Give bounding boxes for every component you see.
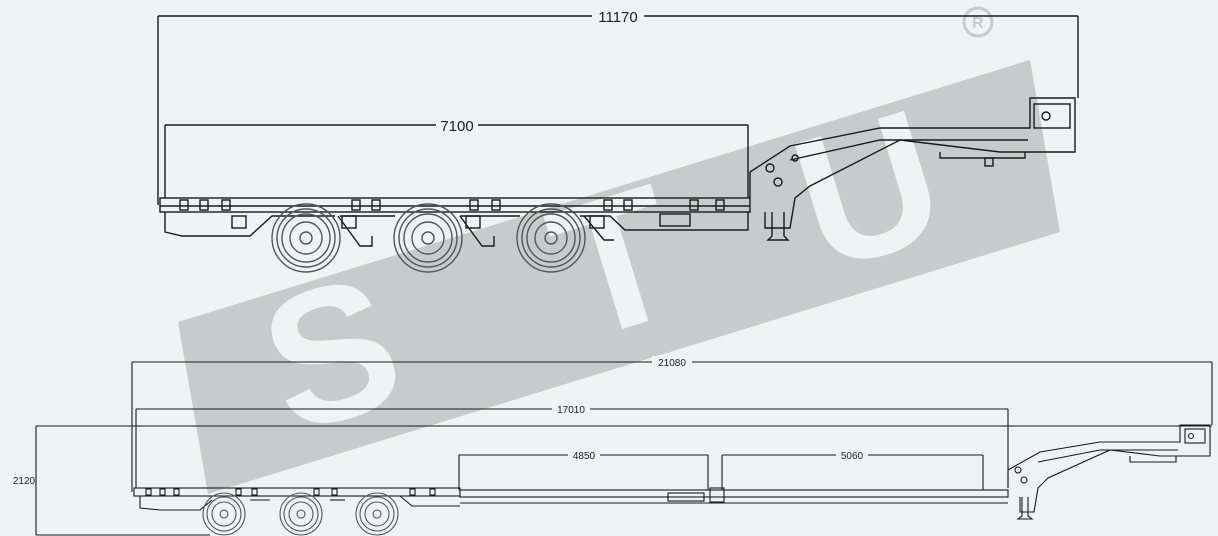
dim-label-overall-bottom: 21080 [658, 358, 686, 369]
dim-label-overall-top: 11170 [598, 9, 638, 26]
gooseneck-bottom [1007, 424, 1211, 513]
gooseneck-top [749, 97, 1076, 229]
wheel-bottom-2 [279, 492, 323, 536]
wheel-bottom-3 [355, 492, 399, 536]
watermark-band [178, 60, 1060, 494]
wheel-top-3 [516, 203, 586, 273]
bottom-trailer-view: 21080 17010 2120 4850 5060 [13, 356, 1213, 536]
watermark: S T U R [178, 6, 1060, 494]
dim-label-extended-deck: 17010 [557, 405, 585, 416]
wheel-top-1 [271, 203, 341, 273]
dim-label-height: 2120 [13, 476, 36, 487]
deck-top [159, 197, 751, 213]
wheel-bottom-1 [202, 492, 246, 536]
registered-mark-icon [962, 6, 994, 38]
dim-label-extension-1: 4850 [573, 451, 596, 462]
dim-label-deck-top: 7100 [440, 118, 473, 135]
registered-mark-letter: R [972, 15, 984, 32]
dim-label-extension-2: 5060 [841, 451, 864, 462]
top-trailer-view: 11170 7100 [157, 8, 1079, 273]
wheel-top-2 [393, 203, 463, 273]
deck-bottom-extension [459, 489, 1009, 498]
